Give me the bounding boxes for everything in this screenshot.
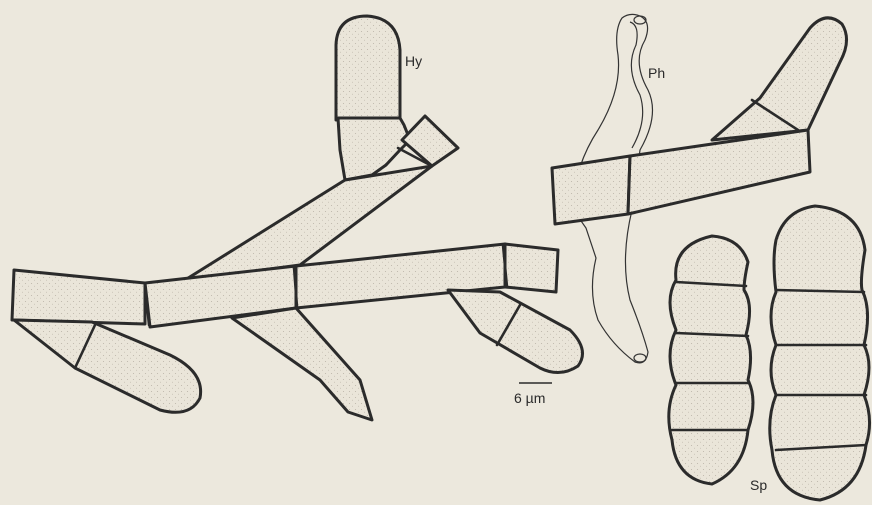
hypha-stub [402, 116, 458, 166]
scale-bar-label: 6 µm [514, 390, 545, 406]
hypha-main-end [505, 244, 558, 292]
right-hypha-left-cell [552, 156, 630, 224]
spores-label: Sp [750, 477, 767, 493]
hyphae-group: Hy [12, 16, 583, 420]
spore-large [770, 206, 870, 500]
spores-group: Sp [669, 206, 870, 500]
hypha-lower-right-branch [448, 290, 583, 373]
right-hypha-right-cell [628, 130, 810, 214]
paraphysis-inner-line [630, 22, 643, 148]
paraphysis-tip [634, 16, 646, 24]
paraphysis-base [634, 354, 646, 362]
hyphae-label: Hy [405, 53, 422, 69]
right-hypha-branch [712, 18, 847, 140]
right-hypha-group [552, 18, 847, 224]
scale-bar: 6 µm [514, 383, 552, 406]
hypha-main-left [12, 270, 145, 324]
hypha-lower-left-branch [14, 320, 201, 412]
paraphysis-label: Ph [648, 65, 665, 81]
hypha-lower-mid-branch [232, 308, 372, 420]
hypha-upper-branch [336, 16, 400, 120]
spore-small [669, 236, 753, 484]
